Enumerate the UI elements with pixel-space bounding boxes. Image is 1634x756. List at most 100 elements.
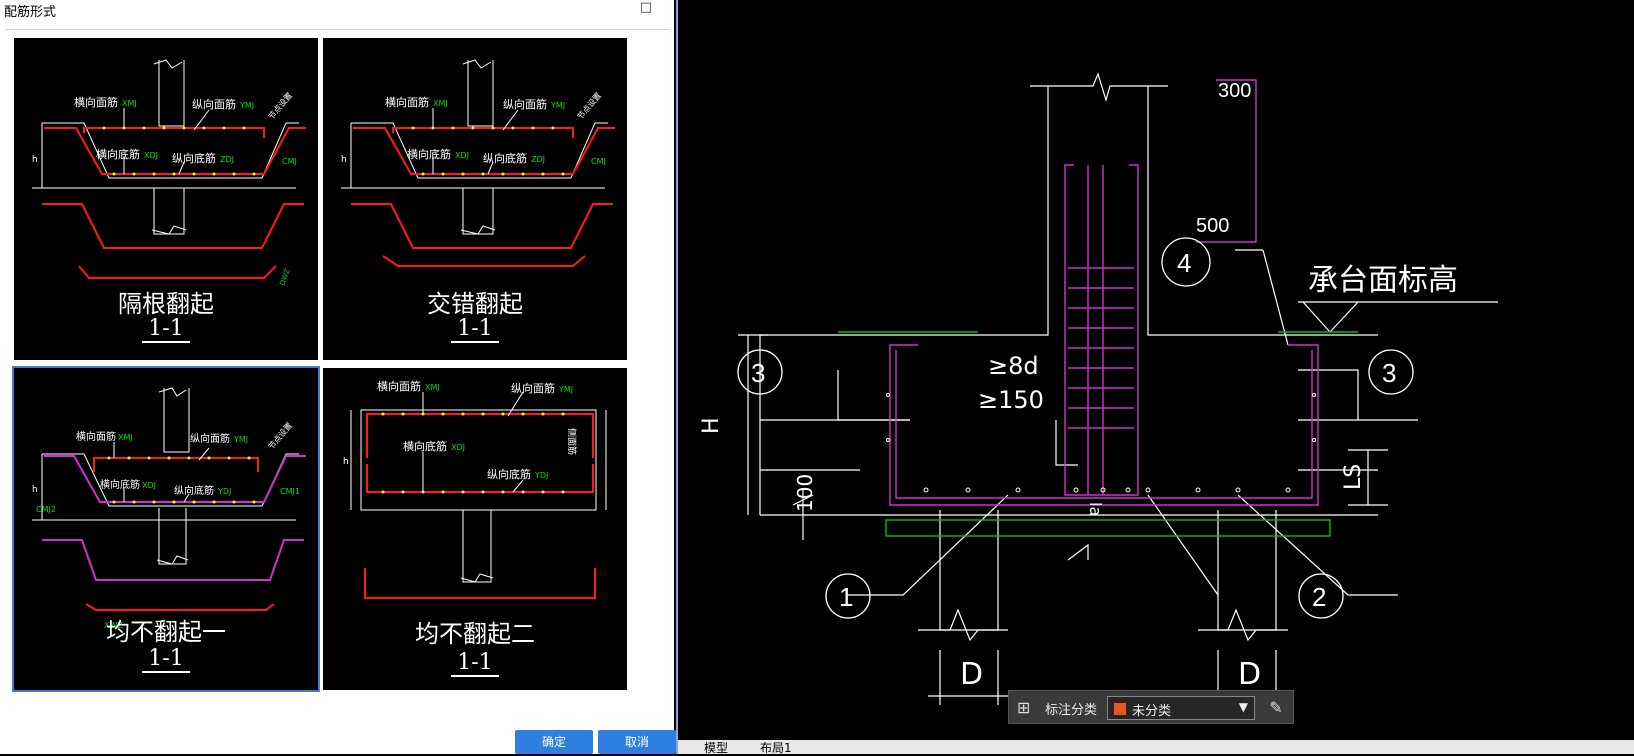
label-node-setting: 节点设置 <box>266 420 294 451</box>
label-h: h <box>343 457 349 467</box>
option-card-1[interactable]: 横向面筋 XMJ 纵向面筋 YMJ 横向底筋 XDJ 纵向底筋 ZDJ CMJ … <box>14 38 318 360</box>
note-8d: ≥8d <box>988 352 1039 380</box>
dim-D-right: D <box>1238 657 1261 692</box>
option-section-3: 1-1 <box>14 646 318 673</box>
dialog-titlebar: 配筋形式 □ <box>0 0 674 20</box>
label-hdj: 横向底筋 <box>403 439 447 453</box>
layout-tabs: 模型 布局1 <box>678 740 1634 755</box>
label-zdj: 纵向底筋 <box>483 151 527 165</box>
code-hmj: XMJ <box>425 383 440 392</box>
code-zmj: YMJ <box>239 101 254 110</box>
code-zdj: ZDJ <box>531 155 545 164</box>
cancel-button[interactable]: 取消 <box>598 730 676 754</box>
option-section-2: 1-1 <box>323 316 627 343</box>
code-hdj: XDJ <box>451 443 465 452</box>
code-zdj: ZDJ <box>220 155 234 164</box>
edit-icon[interactable]: ✎ <box>1269 698 1283 717</box>
cap-top-elevation-label: 承台面标高 <box>1308 263 1458 298</box>
dialog-title: 配筋形式 <box>4 5 57 20</box>
label-side-rebar: 侧面筋 <box>566 428 578 455</box>
option-section-1: 1-1 <box>14 316 318 343</box>
label-h: h <box>32 485 38 495</box>
dim-500: 500 <box>1196 215 1229 237</box>
code-zmj: YMJ <box>233 435 248 444</box>
dim-H: H <box>699 417 724 434</box>
option-name-1: 隔根翻起 <box>118 290 214 318</box>
bubble-3-right: 3 <box>1382 358 1396 388</box>
code-zmj: YMJ <box>558 385 573 394</box>
option-card-4[interactable]: 横向面筋 XMJ 纵向面筋 YMJ 横向底筋 XDJ 纵向底筋 YDJ h 侧面… <box>323 368 627 690</box>
chevron-down-icon: ▼ <box>1238 700 1248 714</box>
label-zdj: 纵向底筋 <box>172 151 216 165</box>
maximize-icon[interactable]: □ <box>639 0 653 15</box>
section-drawing-4: 横向面筋 XMJ 纵向面筋 YMJ 横向底筋 XDJ 纵向底筋 YDJ h 侧面… <box>343 379 607 599</box>
bubble-1: 1 <box>839 582 853 612</box>
code-hmj: XMJ <box>118 433 133 442</box>
label-hdj: 横向底筋 <box>407 147 451 161</box>
annotation-toolbar: ⊞ 标注分类 未分类 ▼ ✎ <box>1008 690 1294 724</box>
section-drawing-1: 横向面筋 XMJ 纵向面筋 YMJ 横向底筋 XDJ 纵向底筋 ZDJ CMJ … <box>32 59 306 287</box>
label-hdj: 横向底筋 <box>96 147 140 161</box>
code-cmj: CMJ <box>282 157 297 166</box>
code-cmj2: CMJ2 <box>36 505 56 514</box>
label-zmj: 纵向面筋 <box>503 97 547 111</box>
label-h: h <box>341 155 347 165</box>
label-zdj: 纵向底筋 <box>174 484 214 497</box>
code-zdj: YDJ <box>217 487 231 496</box>
annotation-category-label: 标注分类 <box>1045 703 1098 718</box>
code-hmj: XMJ <box>433 99 448 108</box>
cad-drawing: 300 500 4 3 3 1 2 承台面标高 ≥8d ≥150 H 100 L… <box>699 72 1498 705</box>
section-label-2: 1-1 <box>451 316 499 343</box>
code-hdj: XDJ <box>144 151 158 160</box>
tab-model[interactable]: 模型 <box>704 741 729 755</box>
code-hmj: XMJ <box>122 99 137 108</box>
dim-la: la <box>1086 502 1105 516</box>
section-drawing-3: 横向面筋 XMJ 纵向面筋 YMJ 横向底筋 XDJ 纵向底筋 YDJ CMJ1… <box>32 387 306 630</box>
grid-icon[interactable]: ⊞ <box>1017 698 1031 717</box>
label-hmj: 横向面筋 <box>76 430 116 443</box>
option-card-2[interactable]: 横向面筋 XMJ 纵向面筋 YMJ 横向底筋 XDJ 纵向底筋 ZDJ CMJ … <box>323 38 627 360</box>
label-hmj: 横向面筋 <box>377 379 421 393</box>
section-label-4: 1-1 <box>451 650 499 677</box>
option-name-3: 均不翻起一 <box>106 618 226 646</box>
label-zmj: 纵向面筋 <box>511 381 555 395</box>
label-zmj: 纵向面筋 <box>190 432 230 445</box>
section-label-3: 1-1 <box>142 646 190 673</box>
section-drawing-2: 横向面筋 XMJ 纵向面筋 YMJ 横向底筋 XDJ 纵向底筋 ZDJ CMJ … <box>341 59 615 267</box>
note-150: ≥150 <box>978 386 1044 414</box>
dim-D-left: D <box>960 657 983 692</box>
label-node-setting: 节点设置 <box>266 90 294 121</box>
dim-LS: LS <box>1341 464 1366 490</box>
bubble-3-left: 3 <box>751 358 765 388</box>
category-color-swatch <box>1114 703 1126 715</box>
code-hdj: XDJ <box>455 151 469 160</box>
label-h: h <box>32 155 38 165</box>
label-node-setting: 节点设置 <box>575 90 603 121</box>
code-cmj: CMJ <box>591 157 606 166</box>
label-hmj: 横向面筋 <box>385 95 429 109</box>
code-cmj1: CMJ1 <box>280 487 300 496</box>
dim-100: 100 <box>793 474 817 512</box>
annotation-category-select[interactable]: 未分类 ▼ <box>1107 696 1255 720</box>
rebar-form-dialog: 配筋形式 □ <box>0 0 676 754</box>
label-zdj: 纵向底筋 <box>487 467 531 481</box>
code-xwz: XWZ <box>104 621 123 630</box>
code-zdj: YDJ <box>534 471 548 480</box>
option-section-4: 1-1 <box>323 650 627 677</box>
option-grid: 横向面筋 XMJ 纵向面筋 YMJ 横向底筋 XDJ 纵向底筋 ZDJ CMJ … <box>5 29 669 724</box>
label-zmj: 纵向面筋 <box>192 97 236 111</box>
bubble-2: 2 <box>1312 582 1326 612</box>
label-hdj: 横向底筋 <box>100 478 140 491</box>
bubble-4: 4 <box>1177 248 1191 278</box>
label-hmj: 横向面筋 <box>74 95 118 109</box>
section-label-1: 1-1 <box>142 316 190 343</box>
option-card-3[interactable]: 横向面筋 XMJ 纵向面筋 YMJ 横向底筋 XDJ 纵向底筋 YDJ CMJ1… <box>12 366 320 692</box>
cad-viewport[interactable]: 300 500 4 3 3 1 2 承台面标高 ≥8d ≥150 H 100 L… <box>676 0 1634 755</box>
confirm-button[interactable]: 确定 <box>515 730 593 754</box>
code-hdj: XDJ <box>142 481 156 490</box>
dim-300: 300 <box>1218 80 1251 102</box>
category-selected-value: 未分类 <box>1132 704 1172 719</box>
code-zmj: YMJ <box>550 101 565 110</box>
option-name-2: 交错翻起 <box>427 290 523 318</box>
tab-layout1[interactable]: 布局1 <box>760 741 792 755</box>
